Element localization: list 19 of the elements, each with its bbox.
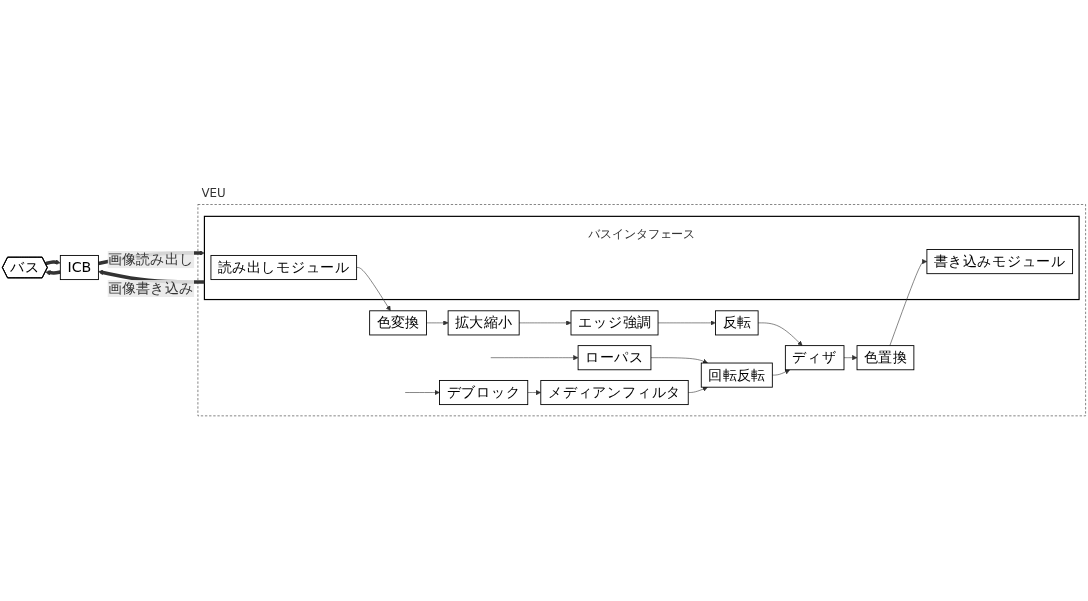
node-box: 拡大縮小 (447, 310, 520, 336)
node-box: ディザ (784, 345, 845, 371)
node-box: ICB (59, 255, 99, 281)
node-box: デブロック (439, 380, 529, 406)
node-box: 読み出しモジュール (210, 255, 358, 281)
edge-label: 画像書き込み (107, 280, 195, 297)
node-box: 反転 (715, 310, 759, 336)
cluster (197, 204, 1086, 417)
node-box: エッジ強調 (570, 310, 659, 336)
node-label: VEU (201, 186, 226, 201)
arrow (45, 270, 62, 276)
arrow (45, 259, 61, 266)
node-box: 回転反転 (700, 362, 773, 389)
node-box: 書き込みモジュール (926, 249, 1074, 275)
node-box: 色変換 (369, 310, 427, 336)
edge-label: 画像読み出し (107, 251, 195, 269)
node-box: ローパス (577, 345, 652, 371)
node-box: 色置換 (856, 345, 915, 371)
node-box: メディアンフィルタ (540, 380, 689, 406)
